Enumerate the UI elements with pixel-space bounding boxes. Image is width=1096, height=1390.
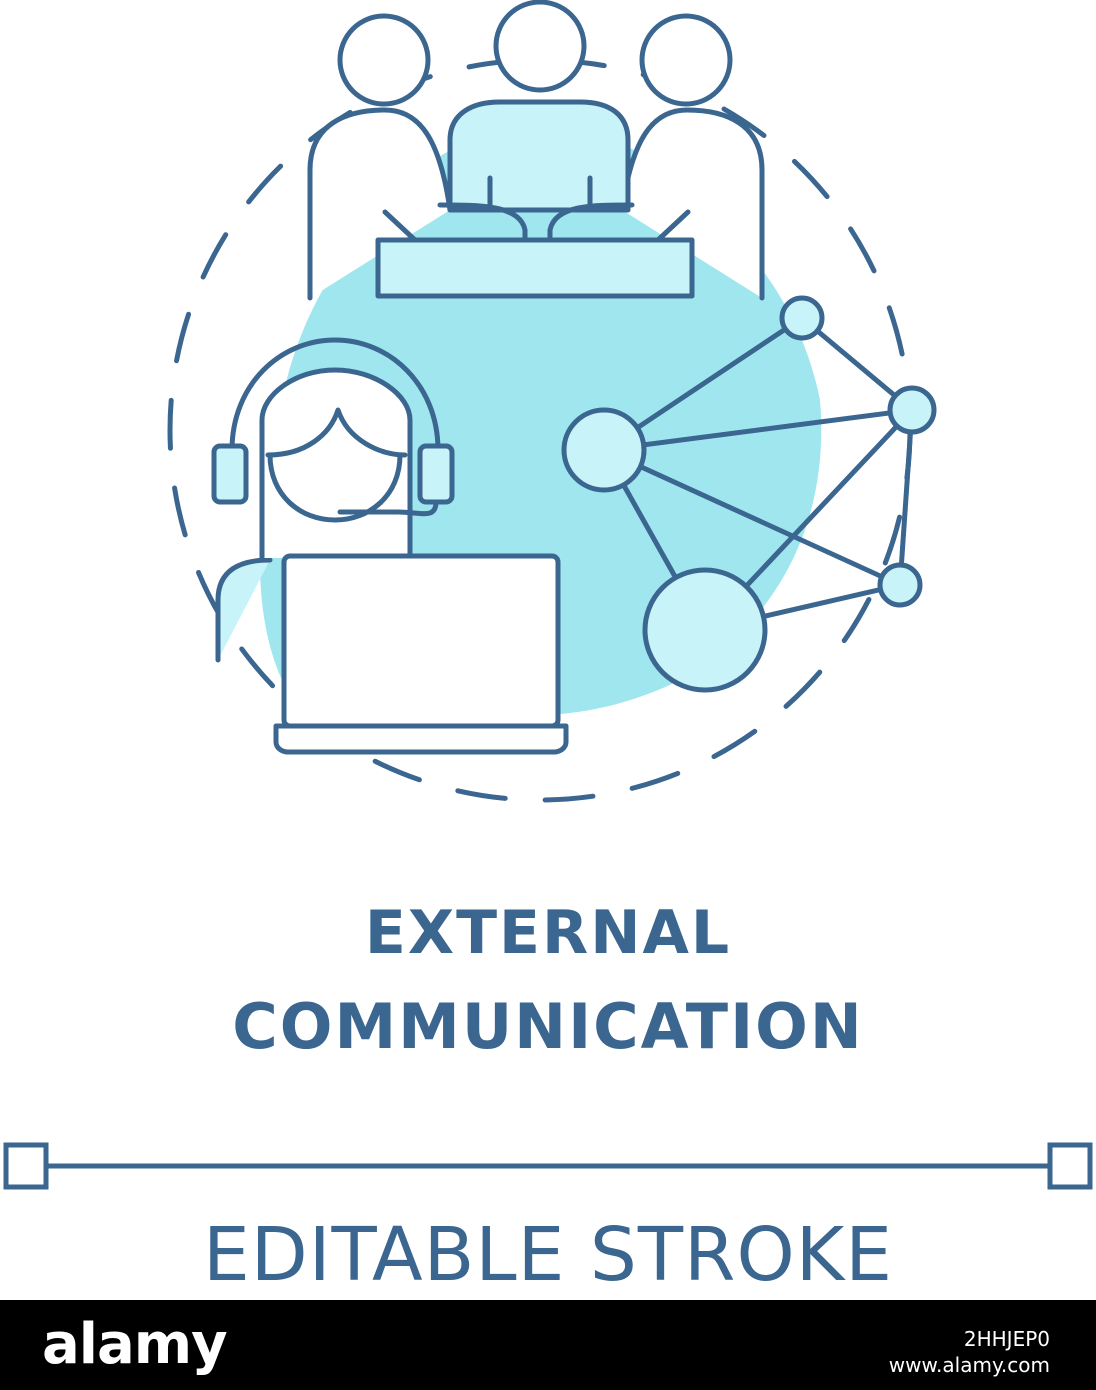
left-handle <box>3 1142 49 1190</box>
right-handle <box>1047 1142 1093 1190</box>
team-meeting-icon <box>307 0 765 301</box>
external-communication-illustration <box>167 0 937 803</box>
laptop-icon <box>273 553 569 755</box>
image-id: 2HHJEP0 <box>963 1327 1050 1351</box>
support-agent-headset-icon <box>211 337 455 663</box>
editable-stroke-indicator <box>0 1130 1096 1210</box>
concept-icon <box>167 0 937 803</box>
title-line-2: COMMUNICATION <box>232 990 864 1063</box>
title-line-1: EXTERNAL <box>364 898 732 968</box>
footer-info: 2HHJEP0 www.alamy.com <box>889 1326 1050 1378</box>
footer-bar: alamy 2HHJEP0 www.alamy.com <box>0 1300 1096 1390</box>
footer-logo: alamy <box>42 1312 228 1377</box>
network-nodes-icon <box>561 295 937 693</box>
site-url: www.alamy.com <box>888 1353 1050 1377</box>
editable-stroke-label: EDITABLE STROKE <box>202 1212 894 1298</box>
